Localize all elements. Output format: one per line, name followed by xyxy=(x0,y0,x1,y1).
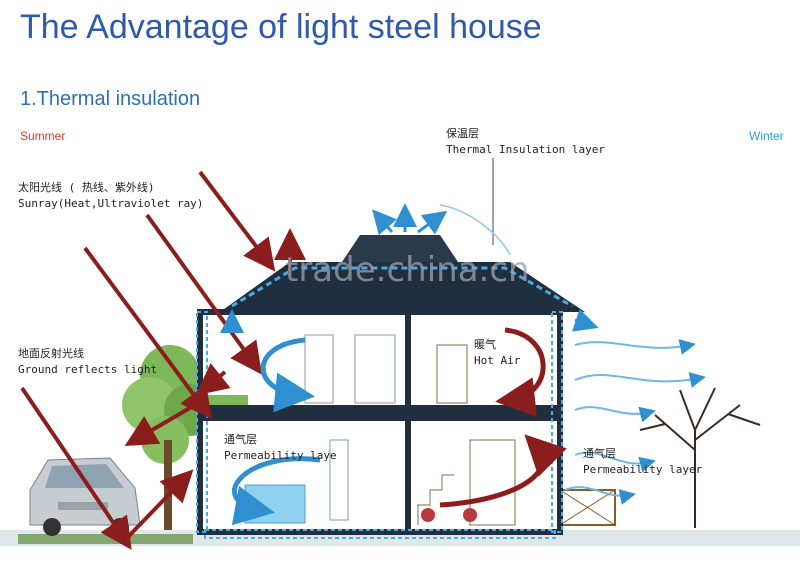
permeability-left-label-en: Permeability laye xyxy=(224,449,337,462)
summer-label: Summer xyxy=(20,129,66,143)
cool-air-arrow-bottom xyxy=(231,456,321,526)
sun-ray-arrows xyxy=(20,170,276,550)
hot-air-label-cn: 暖气 xyxy=(474,338,496,351)
grass xyxy=(18,534,193,544)
permeability-right-label-en: Permeability layer xyxy=(583,463,703,476)
sunray-label-en: Sunray(Heat,Ultraviolet ray) xyxy=(18,197,204,210)
insulation-label-en: Thermal Insulation layer xyxy=(446,143,605,156)
permeability-left-label-cn: 通气层 xyxy=(224,433,257,446)
reflect-arrows xyxy=(123,363,231,542)
insulation-label-cn: 保温层 xyxy=(446,127,479,140)
winter-tree-icon xyxy=(639,387,761,528)
house-body xyxy=(196,309,563,539)
hot-air-arrow-top xyxy=(495,327,546,418)
page-title: The Advantage of light steel house xyxy=(20,8,542,46)
permeability-right-label-cn: 通气层 xyxy=(583,447,616,460)
car-icon xyxy=(29,457,141,536)
hot-air-arrow-bottom xyxy=(439,434,567,508)
roof-vent-arrows xyxy=(220,203,599,333)
watermark: trade.china.cn xyxy=(285,250,530,290)
sunray-label-cn: 太阳光线 ( 热线、紫外线) xyxy=(18,181,155,194)
house-roof xyxy=(220,235,585,312)
winter-label: Winter xyxy=(749,129,784,143)
ground-label-en: Ground reflects light xyxy=(18,363,158,376)
cool-air-arrow-top xyxy=(260,337,315,413)
winter-wind-arrows xyxy=(564,339,706,505)
ground-label-cn: 地面反射光线 xyxy=(18,347,84,360)
section-title: 1.Thermal insulation xyxy=(20,88,201,110)
hot-air-label-en: Hot Air xyxy=(474,354,521,367)
